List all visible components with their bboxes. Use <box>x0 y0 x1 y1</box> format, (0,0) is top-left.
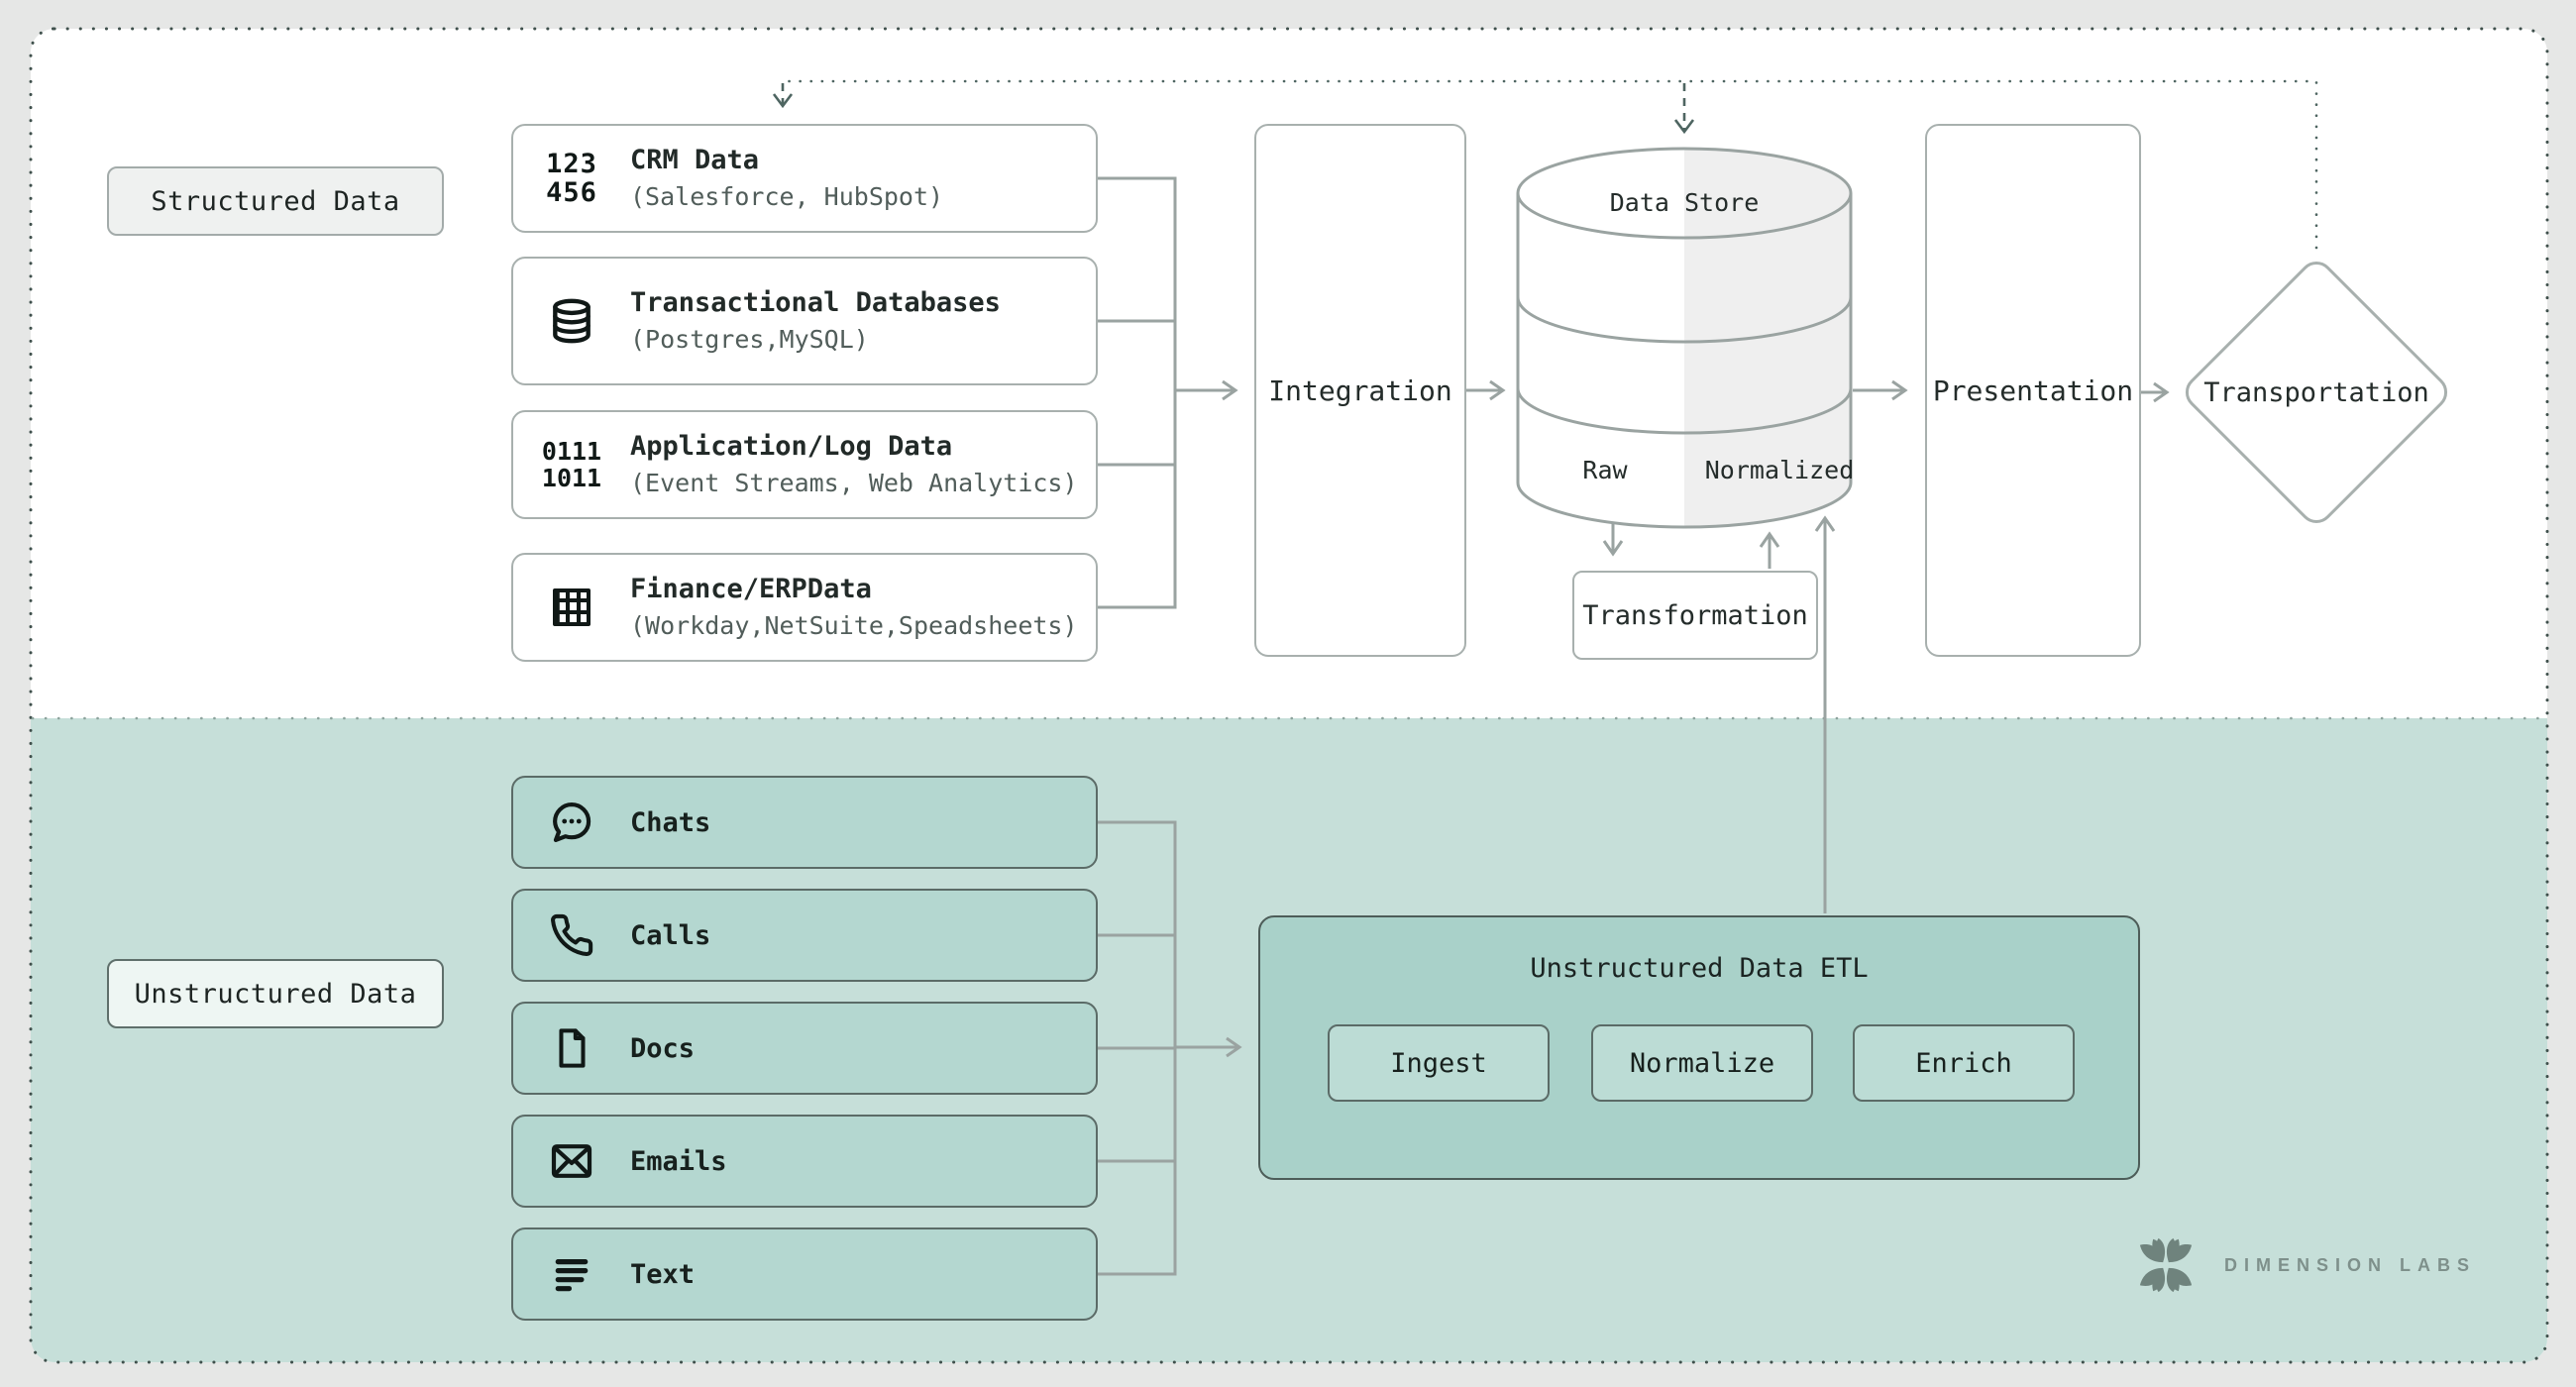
source-transactional-databases: Transactional Databases (Postgres,MySQL) <box>511 257 1098 385</box>
source-subtitle: (Event Streams, Web Analytics) <box>630 469 1078 497</box>
source-chats: Chats <box>511 776 1098 869</box>
source-subtitle: (Postgres,MySQL) <box>630 325 869 354</box>
etl-title: Unstructured Data ETL <box>1530 953 1869 984</box>
etl-step-ingest-label: Ingest <box>1390 1047 1487 1079</box>
data-store-raw-partition-label: Raw <box>1582 456 1628 484</box>
source-title: CRM Data <box>630 145 760 175</box>
data-store-title: Data Store <box>1609 188 1760 217</box>
phone-icon <box>541 912 602 958</box>
etl-step-enrich: Enrich <box>1853 1024 2075 1102</box>
source-finance-erp-data: Finance/ERPData (Workday,NetSuite,Speads… <box>511 553 1098 662</box>
source-title: Application/Log Data <box>630 431 953 462</box>
brand-name: DIMENSION LABS <box>2224 1254 2477 1275</box>
etl-step-ingest: Ingest <box>1328 1024 1550 1102</box>
source-label: Calls <box>630 919 711 951</box>
transportation-label: Transportation <box>2203 376 2429 408</box>
database-icon <box>541 296 602 346</box>
source-emails: Emails <box>511 1115 1098 1208</box>
table-grid-icon <box>541 584 602 631</box>
source-calls: Calls <box>511 889 1098 982</box>
source-title: Transactional Databases <box>630 287 1001 318</box>
structured-data-section-label-text: Structured Data <box>151 185 400 217</box>
source-label: Docs <box>630 1032 696 1064</box>
integration-label: Integration <box>1268 373 1452 407</box>
unstructured-data-section-label: Unstructured Data <box>107 959 444 1028</box>
dimension-labs-logo-icon <box>2139 1237 2193 1293</box>
unstructured-data-etl-container: Unstructured Data ETL Ingest Normalize E… <box>1258 915 2140 1180</box>
source-label: Text <box>630 1258 696 1290</box>
source-label: Chats <box>630 806 711 838</box>
source-title: Finance/ERPData <box>630 574 872 604</box>
structured-data-section-label: Structured Data <box>107 166 444 236</box>
etl-step-normalize: Normalize <box>1591 1024 1813 1102</box>
source-label: Emails <box>630 1145 727 1177</box>
integration-node: Integration <box>1254 124 1466 657</box>
transformation-node: Transformation <box>1572 571 1818 660</box>
chat-bubble-icon <box>541 798 602 847</box>
source-text: Text <box>511 1227 1098 1321</box>
transportation-node: Transportation <box>2198 373 2435 412</box>
text-lines-icon <box>541 1251 602 1297</box>
etl-step-enrich-label: Enrich <box>1915 1047 2012 1079</box>
presentation-node: Presentation <box>1925 124 2141 657</box>
transformation-label: Transformation <box>1582 599 1808 631</box>
data-store-normalized-partition-label: Normalized <box>1704 456 1855 484</box>
document-icon <box>541 1025 602 1071</box>
presentation-label: Presentation <box>1932 373 2134 407</box>
source-docs: Docs <box>511 1002 1098 1095</box>
etl-step-normalize-label: Normalize <box>1629 1047 1775 1079</box>
source-subtitle: (Salesforce, HubSpot) <box>630 182 944 211</box>
source-subtitle: (Workday,NetSuite,Speadsheets) <box>630 611 1078 640</box>
brand-footer: DIMENSION LABS <box>2137 1236 2476 1294</box>
unstructured-data-section-label-text: Unstructured Data <box>134 978 417 1010</box>
envelope-icon <box>541 1137 602 1185</box>
